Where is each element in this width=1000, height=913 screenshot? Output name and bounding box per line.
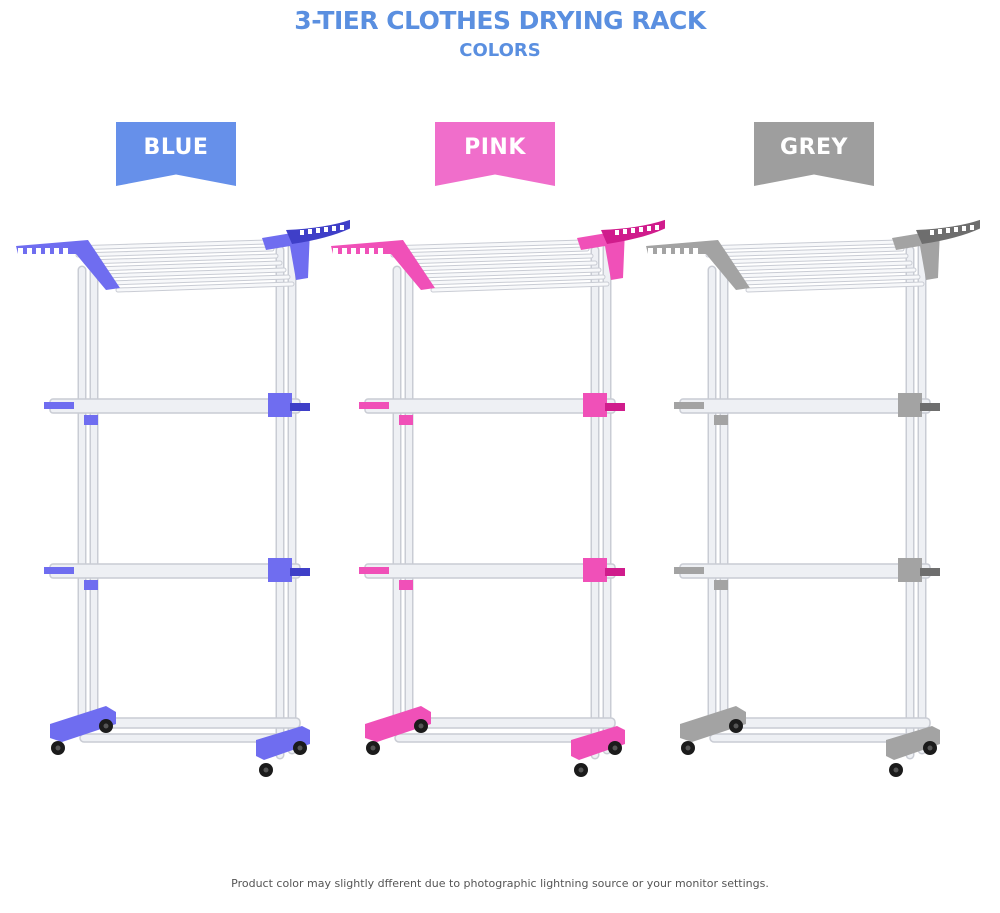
drying-rack-blue [16, 219, 350, 777]
color-banner-pink: PINK [435, 122, 555, 186]
color-banner-grey: GREY [754, 122, 874, 186]
drying-rack-pink [331, 219, 665, 777]
color-banner-blue: BLUE [116, 122, 236, 186]
page-subtitle: COLORS [459, 40, 541, 61]
color-label-grey: GREY [780, 135, 848, 160]
page-title: 3-TIER CLOTHES DRYING RACK [294, 6, 706, 35]
color-label-blue: BLUE [143, 135, 209, 160]
color-label-pink: PINK [464, 135, 526, 160]
color-disclaimer: Product color may slightly dfferent due … [231, 877, 769, 890]
drying-rack-grey [646, 219, 980, 777]
